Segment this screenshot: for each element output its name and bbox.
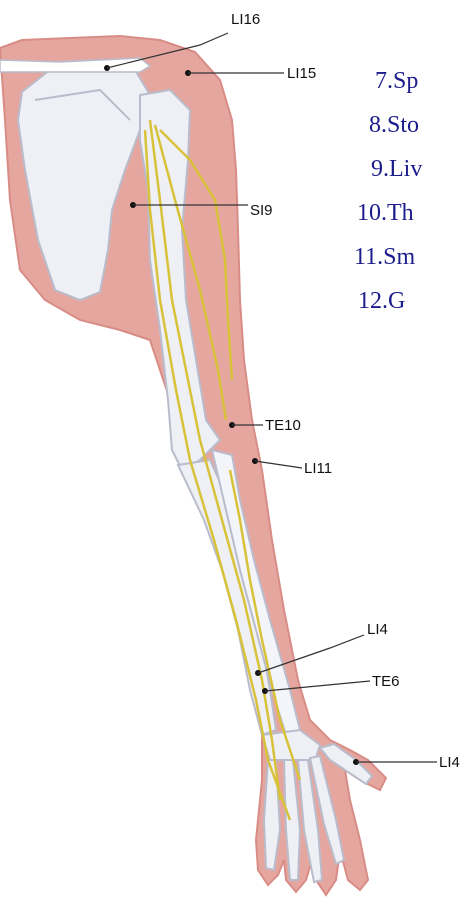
label-li11: LI11: [304, 460, 332, 477]
label-te10: TE10: [265, 417, 301, 434]
list-item-9: 9.Liv: [371, 156, 422, 182]
label-te6: TE6: [372, 673, 400, 690]
meridian-list: 7.Sp 8.Sto 9.Liv 10.Th 11.Sm 12.G: [354, 68, 422, 314]
label-li15: LI15: [287, 65, 316, 82]
label-li4-hand: LI4: [439, 754, 460, 771]
list-item-8: 8.Sto: [369, 112, 419, 138]
list-item-10: 10.Th: [357, 200, 414, 226]
list-item-7: 7.Sp: [375, 68, 418, 94]
list-item-11: 11.Sm: [354, 244, 415, 270]
list-item-12: 12.G: [358, 288, 405, 314]
label-si9: SI9: [250, 202, 273, 219]
label-li16: LI16: [231, 11, 260, 28]
label-li4-upper: LI4: [367, 621, 388, 638]
